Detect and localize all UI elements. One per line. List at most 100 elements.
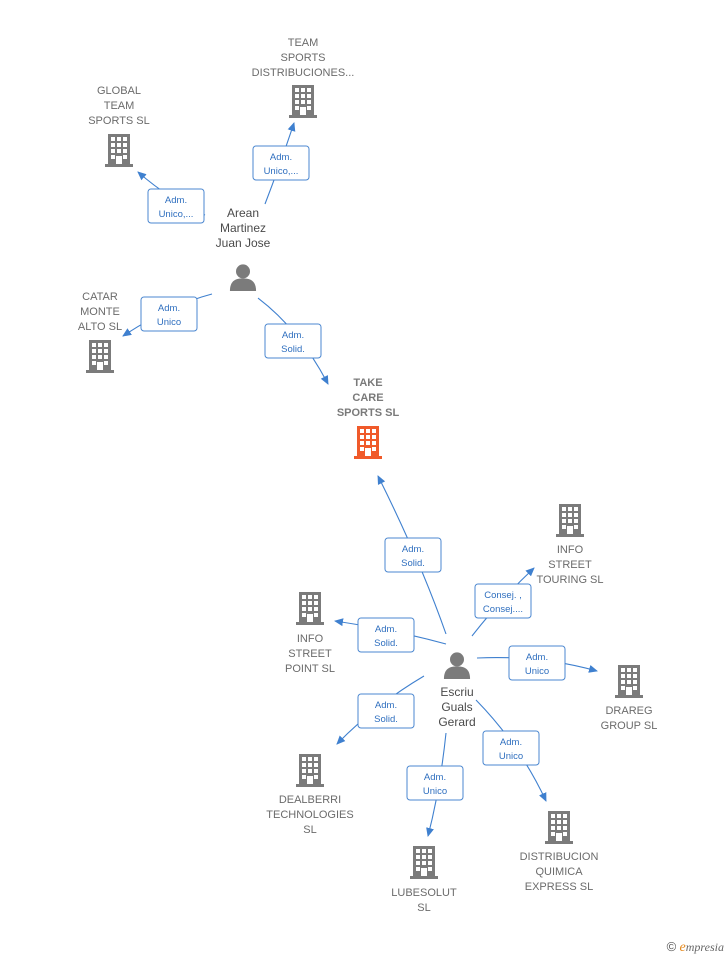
brand-logo-initial: e [679, 940, 686, 955]
role-badge-box [140, 296, 198, 332]
building-icon [615, 665, 643, 698]
role-badge-box [357, 693, 415, 729]
node-label-line: SPORTS [280, 52, 325, 64]
person-icon [229, 264, 257, 291]
building-icon [105, 134, 133, 167]
node-label-line: INFO [557, 544, 584, 556]
role-label-line: Adm. [165, 195, 187, 206]
node-label-line: Escriu [440, 685, 473, 699]
role-badge-e6[interactable]: Consej. , Consej.... [474, 583, 532, 619]
node-label-line: EXPRESS SL [525, 881, 593, 893]
role-label-line: Adm. [526, 652, 548, 663]
node-label-line: DISTRIBUCIONES... [252, 67, 355, 79]
node-label-line: POINT SL [285, 663, 335, 675]
copyright-icon: © [666, 939, 677, 954]
role-label-line: Adm. [158, 303, 180, 314]
node-label-line: Guals [441, 700, 472, 714]
node-info-street-touring[interactable]: INFO STREET TOURING SL [536, 504, 604, 586]
role-label-line: Solid. [401, 558, 425, 569]
node-distribucion-quimica-express[interactable]: DISTRIBUCION QUIMICA EXPRESS SL [520, 811, 599, 893]
role-label-line: Unico [423, 786, 447, 797]
role-label-line: Unico [525, 666, 549, 677]
node-label-line: STREET [548, 559, 592, 571]
node-label-line: CARE [352, 392, 383, 404]
role-badge-box [252, 145, 310, 181]
node-label-line: SL [303, 824, 316, 836]
node-label-line: TAKE [353, 377, 382, 389]
role-label-line: Adm. [375, 624, 397, 635]
role-badge-e10[interactable]: Adm. Unico [406, 765, 464, 801]
node-label-line: INFO [297, 633, 324, 645]
role-badge-e3[interactable]: Adm. Unico [140, 296, 198, 332]
node-info-street-point[interactable]: INFO STREET POINT SL [285, 592, 335, 675]
role-badge-e1[interactable]: Adm. Unico,... [252, 145, 310, 181]
role-label-line: Adm. [270, 152, 292, 163]
person-icon [443, 652, 471, 679]
role-label-line: Adm. [500, 737, 522, 748]
building-icon [354, 426, 382, 459]
node-label-line: QUIMICA [535, 866, 583, 878]
role-badge-box [147, 188, 205, 224]
node-team-sports-distribuciones[interactable]: TEAMSPORTSDISTRIBUCIONES... [252, 37, 355, 118]
brand-footer: © empresia [667, 939, 724, 956]
building-icon [556, 504, 584, 537]
role-label-line: Consej. , [484, 590, 522, 601]
node-global-team-sports[interactable]: GLOBAL TEAM SPORTS SL [88, 85, 150, 167]
role-badge-e7[interactable]: Adm. Solid. [357, 617, 415, 653]
role-label-line: Unico,... [159, 209, 194, 220]
brand-logo-text: mpresia [685, 940, 724, 954]
role-badge-e8[interactable]: Adm. Unico [508, 645, 566, 681]
role-label-line: Adm. [424, 772, 446, 783]
role-label-line: Solid. [281, 344, 305, 355]
node-take-care-sports[interactable]: TAKE CARE SPORTS SL [337, 377, 400, 459]
role-badge-e11[interactable]: Adm.Unico [482, 730, 540, 766]
role-label-line: Solid. [374, 714, 398, 725]
role-badge-e2[interactable]: Adm. Unico,... [147, 188, 205, 224]
role-label-line: Adm. [402, 544, 424, 555]
node-label-line: Gerard [438, 715, 475, 729]
role-badge-box [508, 645, 566, 681]
node-label-line: Martinez [220, 221, 266, 235]
role-badge-e4[interactable]: Adm. Solid. [264, 323, 322, 359]
node-label-line: SPORTS SL [88, 115, 150, 127]
role-label-line: Unico,... [264, 166, 299, 177]
node-label-line: SL [417, 902, 430, 914]
building-icon [296, 592, 324, 625]
role-badge-box [357, 617, 415, 653]
role-label-line: Adm. [375, 700, 397, 711]
node-label-line: LUBESOLUT [391, 887, 457, 899]
role-label-line: Consej.... [483, 604, 523, 615]
node-label-line: TOURING SL [536, 574, 603, 586]
building-icon [410, 846, 438, 879]
building-icon [289, 85, 317, 118]
node-label-line: DEALBERRI [279, 794, 341, 806]
edges-layer [122, 122, 598, 837]
role-badge-e9[interactable]: Adm. Solid. [357, 693, 415, 729]
node-label-line: TEAM [104, 100, 135, 112]
node-label-line: Arean [227, 206, 259, 220]
role-label-line: Solid. [374, 638, 398, 649]
role-badge-box [264, 323, 322, 359]
role-badge-box [384, 537, 442, 573]
node-label-line: DISTRIBUCION [520, 851, 599, 863]
role-badge-box [406, 765, 464, 801]
role-label-line: Unico [157, 317, 181, 328]
node-lubesolut[interactable]: LUBESOLUT SL [391, 846, 457, 914]
nodes-layer: TEAM SPORTS DISTRIBUCIONES... GLOBAL TEAM SPO… [78, 37, 657, 914]
node-label-line: MONTE [80, 306, 120, 318]
role-badge-e5[interactable]: Adm. Solid. [384, 537, 442, 573]
building-icon [545, 811, 573, 844]
role-label-line: Adm. [282, 330, 304, 341]
role-badge-box [474, 583, 532, 619]
node-label-line: CATAR [82, 291, 118, 303]
node-label-line: SPORTS SL [337, 407, 400, 419]
node-label-line: GROUP SL [601, 720, 658, 732]
node-label-line: GLOBAL [97, 85, 141, 97]
node-label-line: STREET [288, 648, 332, 660]
